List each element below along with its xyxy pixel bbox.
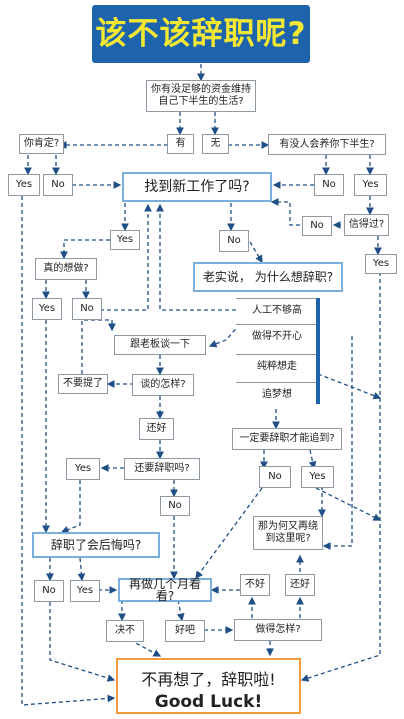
reason-chase-dream: 追梦想: [236, 382, 318, 406]
answer-trust-yes: Yes: [365, 254, 397, 274]
answer-sure-no: No: [43, 174, 73, 196]
final-result-box: 不再想了，辞职啦! Good Luck!: [116, 658, 301, 714]
question-how: 做得怎样?: [234, 619, 322, 641]
question-regret: 辞职了会后悔吗?: [32, 532, 160, 558]
reason-low-pay: 人工不够高: [236, 298, 318, 322]
question-talk-result: 谈的怎样?: [132, 374, 194, 396]
title-banner: 该不该辞职呢?: [92, 5, 310, 63]
answer-job-yes: Yes: [110, 230, 140, 250]
question-support: 有没人会养你下半生?: [268, 134, 386, 155]
answer-regret-no: No: [34, 580, 64, 602]
answer-must-yes: Yes: [301, 466, 334, 488]
answer-really-yes: Yes: [32, 298, 62, 320]
final-message: 不再想了，辞职啦!: [141, 670, 276, 689]
question-savings: 你有没足够的资金维持 自己下半生的生活?: [146, 80, 256, 112]
box-fine: 还好: [285, 574, 315, 596]
answer-talk-ok: 还好: [139, 418, 174, 440]
good-luck-text: Good Luck!: [154, 692, 263, 712]
answer-really-no: No: [72, 298, 102, 320]
answer-savings-no: 无: [202, 134, 229, 154]
chart-title: 该不该辞职呢?: [95, 16, 307, 52]
answer-savings-yes: 有: [167, 134, 194, 154]
question-must-quit: 一定要辞职才能追到?: [232, 428, 342, 450]
answer-support-no: No: [314, 174, 344, 196]
answer-job-no: No: [219, 230, 249, 252]
question-find-job: 找到新工作了吗?: [122, 172, 272, 202]
question-trust: 信得过?: [344, 214, 389, 236]
question-still-quit: 还要辞职吗?: [124, 458, 200, 480]
question-why: 老实说， 为什么想辞职?: [193, 262, 343, 292]
box-not-good: 不好: [240, 574, 270, 596]
answer-ok: 好吧: [165, 620, 205, 642]
answer-still-yes: Yes: [66, 458, 100, 480]
answer-regret-yes: Yes: [70, 580, 100, 602]
question-really: 真的想做?: [35, 258, 97, 280]
answer-must-no: No: [259, 466, 291, 488]
box-dont-mention: 不要提了: [58, 374, 108, 394]
answer-refuse: 决不: [106, 620, 144, 642]
reason-list-bar: [316, 298, 320, 404]
reason-unhappy: 做得不开心: [236, 324, 318, 348]
box-talk-boss: 跟老板谈一下: [114, 335, 206, 355]
answer-sure-yes: Yes: [8, 174, 40, 196]
answer-trust-no: No: [302, 216, 332, 236]
answer-support-yes: Yes: [354, 174, 387, 196]
question-few-months: 再做几个月看看?: [118, 578, 212, 602]
reason-just-leave: 纯粹想走: [236, 354, 318, 378]
question-why-here: 那为何又再绕 到这里呢?: [253, 516, 323, 550]
answer-still-no: No: [160, 496, 190, 516]
question-sure: 你肯定?: [19, 134, 64, 154]
